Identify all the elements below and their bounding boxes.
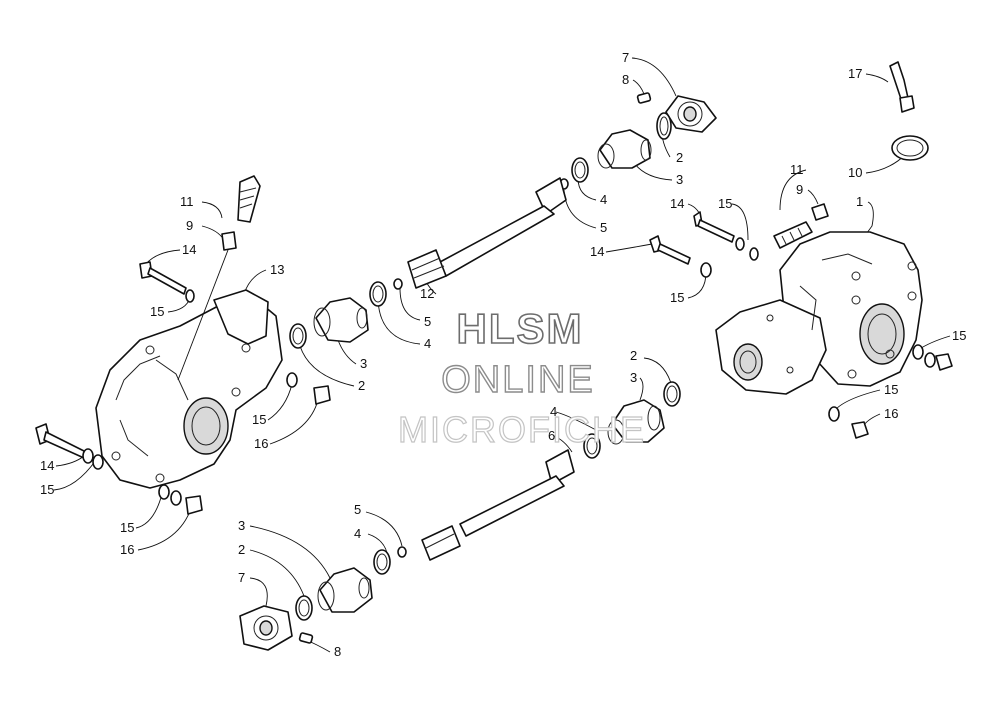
callout-label: 16 bbox=[120, 542, 134, 557]
watermark-line-3: MICROFICHE bbox=[398, 409, 646, 450]
bolt-part-14-left-b bbox=[35, 423, 87, 459]
ring-part-2-mid bbox=[289, 323, 307, 349]
callout-label: 15 bbox=[718, 196, 732, 211]
callout-label: 4 bbox=[600, 192, 607, 207]
callout-label: 7 bbox=[622, 50, 629, 65]
watermark-line-1: HLSM bbox=[457, 305, 584, 352]
callout-label: 10 bbox=[848, 165, 862, 180]
clamp-part-4-mid bbox=[369, 281, 387, 307]
callout-label: 3 bbox=[238, 518, 245, 533]
callout-label: 14 bbox=[182, 242, 196, 257]
callout-label: 3 bbox=[360, 356, 367, 371]
watermark-line-2: ONLINE bbox=[441, 359, 594, 401]
callout-label: 8 bbox=[622, 72, 629, 87]
fitting-part-9-left bbox=[177, 231, 237, 381]
gearcase-part-1 bbox=[715, 231, 923, 395]
boot-part-3-top bbox=[597, 129, 652, 169]
flange-part-7-bot bbox=[239, 605, 293, 651]
vent-hose-part-11-right bbox=[773, 221, 813, 249]
callout-label: 15 bbox=[120, 520, 134, 535]
callout-label: 4 bbox=[424, 336, 431, 351]
callout-label: 2 bbox=[630, 348, 637, 363]
callout-label: 11 bbox=[790, 162, 804, 177]
washer-part-15-right-d bbox=[828, 406, 840, 422]
callout-label: 1 bbox=[856, 194, 863, 209]
callout-label: 15 bbox=[884, 382, 898, 397]
ring-part-2-bot bbox=[295, 595, 313, 621]
clip-part-5-bot bbox=[397, 546, 407, 558]
washer-part-15-right-b bbox=[700, 262, 712, 278]
callout-label: 15 bbox=[670, 290, 684, 305]
callout-label: 16 bbox=[254, 436, 268, 451]
bolt-part-14-right-a bbox=[693, 211, 735, 243]
callout-label: 5 bbox=[600, 220, 607, 235]
callout-label: 5 bbox=[424, 314, 431, 329]
callout-label: 3 bbox=[676, 172, 683, 187]
callout-label: 2 bbox=[676, 150, 683, 165]
callout-label: 13 bbox=[270, 262, 284, 277]
watermark: HLSM ONLINE MICROFICHE bbox=[397, 304, 646, 450]
callout-label: 15 bbox=[40, 482, 54, 497]
callout-label: 16 bbox=[884, 406, 898, 421]
callout-label: 11 bbox=[180, 194, 194, 209]
callout-label: 7 bbox=[238, 570, 245, 585]
fitting-part-9-right bbox=[811, 203, 829, 221]
ring-part-2-right-mid bbox=[663, 381, 681, 407]
axle-shaft-part-12 bbox=[407, 177, 567, 289]
clamp-part-4-bot bbox=[373, 549, 391, 575]
boot-part-3-bot bbox=[317, 567, 373, 613]
clamp-part-4-right-mid bbox=[583, 433, 601, 459]
clip-part-5-mid bbox=[393, 278, 403, 290]
callout-label: 12 bbox=[420, 286, 434, 301]
nut-part-16-left-b bbox=[185, 495, 203, 515]
washer-part-15-left-c bbox=[82, 448, 104, 470]
flange-part-7-top bbox=[665, 95, 717, 133]
washer-part-15-left-a bbox=[185, 289, 195, 303]
callout-label: 8 bbox=[334, 644, 341, 659]
callout-label: 6 bbox=[548, 428, 555, 443]
callout-label: 14 bbox=[40, 458, 54, 473]
callout-label: 2 bbox=[358, 378, 365, 393]
callout-label: 17 bbox=[848, 66, 862, 81]
callout-label: 9 bbox=[186, 218, 193, 233]
callout-label: 15 bbox=[952, 328, 966, 343]
callout-label: 15 bbox=[150, 304, 164, 319]
callout-labels: 7 8 2 3 4 5 17 10 11 9 1 14 15 14 15 15 … bbox=[40, 50, 966, 659]
callout-label: 5 bbox=[354, 502, 361, 517]
bolt-part-8-top bbox=[636, 92, 652, 104]
retainer-part-17 bbox=[889, 61, 915, 113]
washer-part-15-left-b bbox=[286, 372, 298, 388]
snap-ring-part-10 bbox=[891, 135, 929, 161]
bolt-part-14-left-a bbox=[139, 261, 187, 295]
washer-part-15-right-c bbox=[912, 344, 936, 368]
gearcase-part-13 bbox=[95, 289, 283, 489]
nut-part-16-left-a bbox=[313, 385, 331, 405]
callout-label: 15 bbox=[252, 412, 266, 427]
callout-label: 14 bbox=[590, 244, 604, 259]
washer-part-15-left-d bbox=[158, 484, 182, 506]
clamp-part-4-top bbox=[571, 157, 589, 183]
bolt-part-8-bot bbox=[298, 632, 314, 644]
boot-part-3-right-mid bbox=[607, 399, 665, 445]
ring-part-2-top bbox=[656, 112, 672, 140]
bolt-part-14-right-b bbox=[649, 235, 691, 265]
callout-label: 4 bbox=[354, 526, 361, 541]
callout-label: 3 bbox=[630, 370, 637, 385]
nut-part-16-right-a bbox=[935, 353, 953, 371]
vent-hose-part-11-left bbox=[237, 175, 261, 223]
callout-label: 4 bbox=[550, 404, 557, 419]
nut-part-16-right-b bbox=[851, 421, 869, 439]
washer-part-15-right-a bbox=[735, 237, 759, 261]
callout-label: 14 bbox=[670, 196, 684, 211]
callout-label: 2 bbox=[238, 542, 245, 557]
axle-shaft-part-6 bbox=[421, 449, 575, 561]
callout-label: 9 bbox=[796, 182, 803, 197]
boot-part-3-mid bbox=[313, 297, 369, 343]
